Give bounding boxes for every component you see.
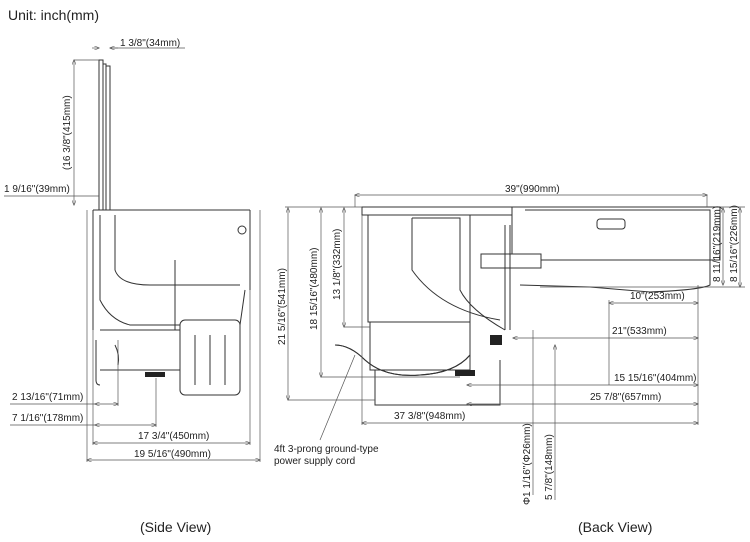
side-body: [92, 209, 251, 396]
side-lid: [98, 59, 111, 211]
dim-657mm: 25 7/8"(657mm): [590, 392, 661, 403]
dim-148mm: 5 7/8"(148mm): [544, 434, 555, 500]
dim-332mm: 13 1/8"(332mm): [332, 229, 343, 300]
dim-990mm: 39"(990mm): [505, 184, 560, 195]
cord-leader-line: [319, 354, 356, 441]
dim-178mm: 7 1/16"(178mm): [12, 413, 83, 424]
dim-226mm: 8 15/16"(226mm): [729, 205, 740, 282]
dim-71mm: 2 13/16"(71mm): [12, 392, 83, 403]
dim-lid-thickness: 1 3/8"(34mm): [120, 38, 180, 49]
dim-541mm: 21 5/16"(541mm): [277, 268, 288, 345]
dim-480mm: 18 15/16"(480mm): [309, 248, 320, 330]
dim-450mm: 17 3/4"(450mm): [138, 431, 209, 442]
cord-note-line2: power supply cord: [274, 456, 355, 467]
side-view-caption: (Side View): [140, 519, 211, 535]
dim-404mm: 15 15/16"(404mm): [614, 373, 696, 384]
unit-label: Unit: inch(mm): [8, 7, 99, 23]
dim-253mm: 10"(253mm): [630, 291, 685, 302]
cord-note-line1: 4ft 3-prong ground-type: [274, 444, 379, 455]
dim-lid-height: (16 3/8"(415mm): [62, 95, 73, 170]
dim-phi-26mm: Φ1 1/16"(Φ26mm): [522, 423, 533, 505]
dim-lid-offset: 1 9/16"(39mm): [4, 184, 70, 195]
dim-533mm: 21"(533mm): [612, 326, 667, 337]
back-view: 39"(990mm) 21 5/16"(541mm) 18 15/16"(480…: [274, 184, 745, 535]
back-view-caption: (Back View): [578, 519, 652, 535]
dim-948mm: 37 3/8"(948mm): [394, 411, 465, 422]
back-body: [334, 206, 721, 406]
dim-490mm: 19 5/16"(490mm): [134, 449, 211, 460]
dim-219mm: 8 11/16"(219mm): [712, 206, 723, 282]
side-view: 1 3/8"(34mm) (16 3/8"(415mm) 1 9/16"(39m…: [4, 38, 260, 535]
